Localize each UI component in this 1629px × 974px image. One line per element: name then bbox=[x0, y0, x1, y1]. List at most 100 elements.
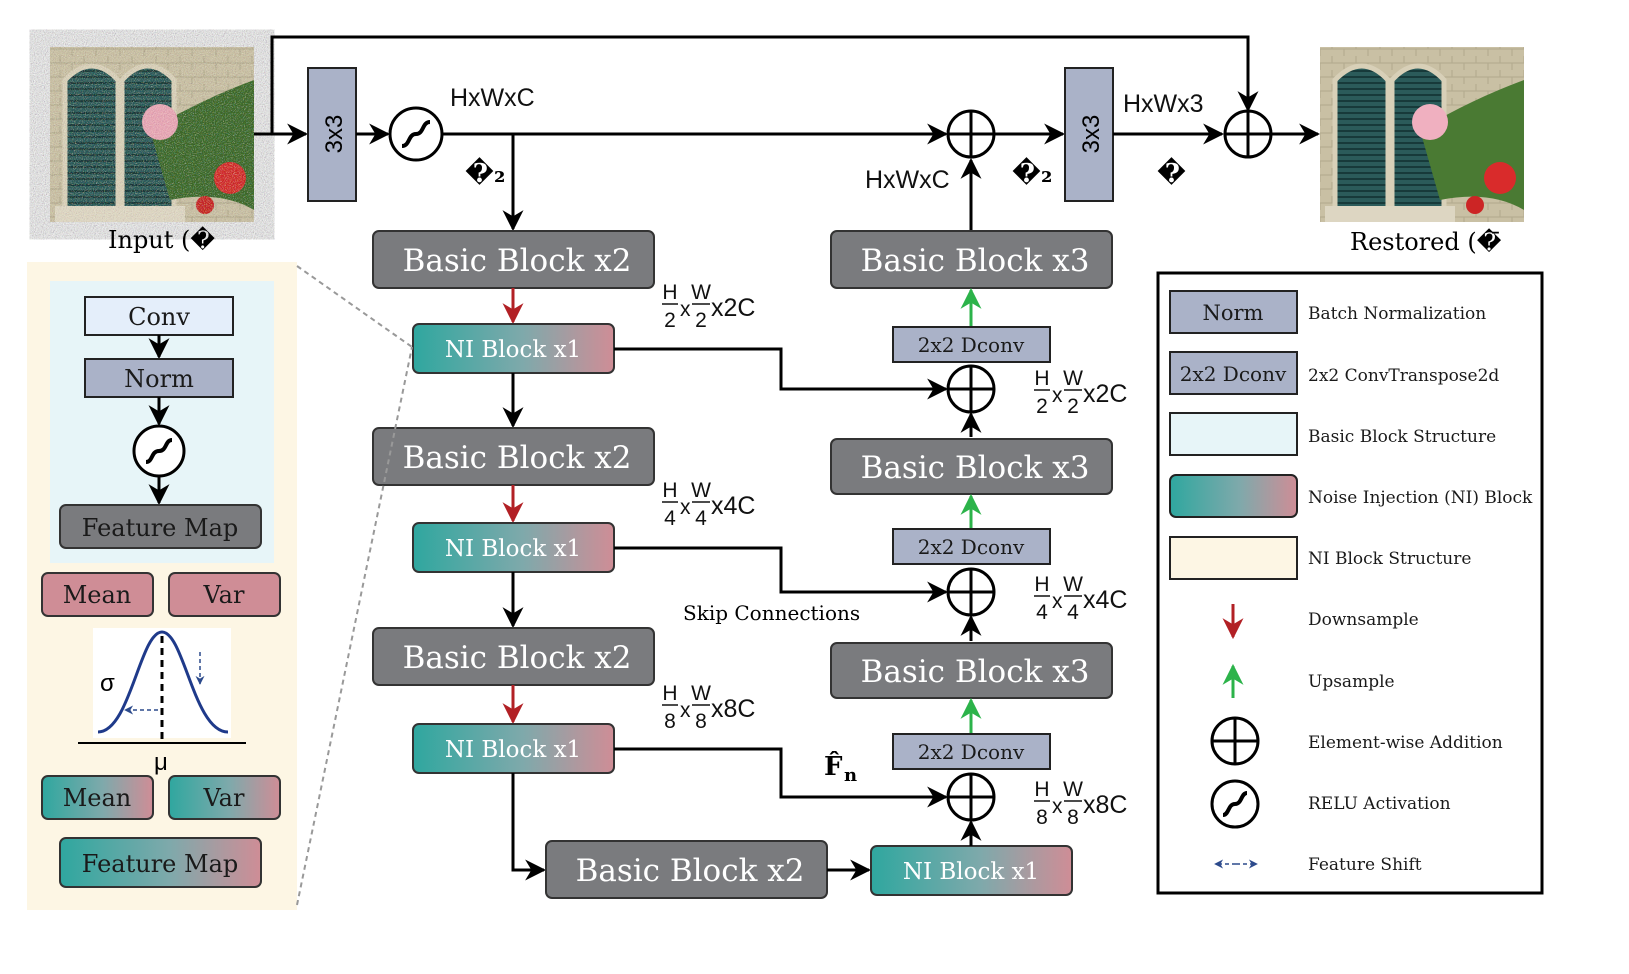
legend-swatch-dconv-label: 2x2 Dconv bbox=[1180, 362, 1287, 386]
dim-s2-suffix: x4C bbox=[711, 492, 755, 520]
side-mean-1 bbox=[41, 572, 154, 617]
f-hat-sub: n bbox=[844, 765, 857, 786]
dim-s1-den2: 2 bbox=[695, 309, 707, 332]
sigma-label: σ bbox=[100, 670, 115, 697]
dim-d2-times: x bbox=[1052, 590, 1063, 613]
dim-s3-suffix: x8C bbox=[711, 695, 755, 723]
encoder-basic-block-3-label: Basic Block x2 bbox=[403, 640, 632, 676]
dim-hwc-top: HxWxC bbox=[450, 84, 535, 112]
dim-d2-den1: 4 bbox=[1036, 601, 1048, 624]
bottleneck-basic-block-label: Basic Block x2 bbox=[576, 853, 805, 889]
feature-glyph-mid: �₂ bbox=[1012, 157, 1052, 189]
dim-d3-den2: 8 bbox=[1067, 806, 1079, 829]
bottleneck-ni-block-label: NI Block x1 bbox=[903, 859, 1039, 885]
dim-d2-den2: 4 bbox=[1067, 601, 1079, 624]
encoder-ni-block-1-label: NI Block x1 bbox=[445, 337, 581, 363]
addition-icon-3 bbox=[946, 772, 996, 822]
side-var-2-label: Var bbox=[203, 784, 245, 812]
dim-s2-den2: 4 bbox=[695, 507, 707, 530]
dim-d3-times: x bbox=[1052, 795, 1063, 818]
legend-label-upsample: Upsample bbox=[1308, 672, 1395, 692]
decoder-basic-block-mid-label: Basic Block x3 bbox=[861, 450, 1090, 486]
skip-connection-3 bbox=[614, 747, 949, 808]
skip-connection-1 bbox=[614, 347, 949, 400]
legend-label-basic-structure: Basic Block Structure bbox=[1308, 427, 1496, 447]
skip-connections-label: Skip Connections bbox=[683, 601, 860, 625]
dim-d1-num1: H bbox=[1034, 367, 1049, 390]
legend-label-addition: Element-wise Addition bbox=[1308, 733, 1503, 753]
dconv-2-label: 2x2 Dconv bbox=[918, 535, 1025, 559]
mu-label: μ bbox=[154, 749, 168, 776]
zoom-line-top bbox=[296, 265, 413, 348]
encoder-ni-block-3-label: NI Block x1 bbox=[445, 737, 581, 763]
legend-label-relu: RELU Activation bbox=[1308, 794, 1451, 814]
encoder-basic-block-2-label: Basic Block x2 bbox=[403, 440, 632, 476]
dim-d2-suffix: x4C bbox=[1083, 586, 1127, 614]
side-feature-map-1 bbox=[59, 504, 262, 549]
legend-label-norm: Batch Normalization bbox=[1308, 304, 1486, 324]
dim-d3-num1: H bbox=[1034, 778, 1049, 801]
legend-label-ni-structure: NI Block Structure bbox=[1308, 549, 1471, 569]
legend-addition-icon bbox=[1210, 716, 1260, 766]
element-wise-addition-icon bbox=[946, 109, 996, 159]
legend-swatch-ni-structure bbox=[1169, 536, 1298, 580]
side-var-1-label: Var bbox=[203, 581, 245, 609]
dim-s3-den1: 8 bbox=[664, 710, 676, 733]
side-mean-1-label: Mean bbox=[63, 581, 132, 609]
dconv-1 bbox=[892, 326, 1051, 363]
legend-label-ni-block: Noise Injection (NI) Block bbox=[1308, 488, 1533, 508]
legend-swatch-norm bbox=[1169, 290, 1298, 334]
side-var-2 bbox=[168, 775, 281, 820]
legend-swatch-norm-label: Norm bbox=[1203, 301, 1264, 325]
side-norm-label: Norm bbox=[124, 365, 194, 393]
side-mean-2 bbox=[41, 775, 154, 820]
gaussian-distribution-icon bbox=[78, 628, 246, 744]
ni3-to-bottleneck-arrow bbox=[511, 773, 547, 881]
dim-s2-num1: H bbox=[662, 479, 677, 502]
dim-s2-den1: 4 bbox=[664, 507, 676, 530]
dim-s1-num1: H bbox=[662, 281, 677, 304]
dconv-2 bbox=[892, 528, 1051, 565]
dim-s2-times: x bbox=[680, 496, 691, 519]
feature-glyph-right: � bbox=[1157, 157, 1186, 189]
legend-label-downsample: Downsample bbox=[1308, 610, 1419, 630]
dim-d3-num2: W bbox=[1063, 778, 1083, 801]
conv-out-3x3 bbox=[1064, 67, 1114, 202]
restored-label: Restored (�̄ bbox=[1350, 227, 1502, 256]
relu-activation-icon bbox=[388, 106, 444, 162]
dim-d2-num2: W bbox=[1063, 573, 1083, 596]
dconv-3 bbox=[892, 733, 1051, 770]
legend-relu-icon bbox=[1210, 779, 1260, 829]
dim-d1-den2: 2 bbox=[1067, 395, 1079, 418]
zoom-line-bottom bbox=[296, 346, 413, 906]
legend-swatch-dconv bbox=[1169, 351, 1298, 395]
dim-d1-times: x bbox=[1052, 384, 1063, 407]
dim-s1-num2: W bbox=[691, 281, 711, 304]
dim-d2-num1: H bbox=[1034, 573, 1049, 596]
decoder-basic-block-top-label: Basic Block x3 bbox=[861, 243, 1090, 279]
output-addition-icon bbox=[1223, 109, 1273, 159]
legend-swatch-basic-structure bbox=[1169, 412, 1298, 456]
conv-in-3x3 bbox=[307, 67, 357, 202]
dim-s2-num2: W bbox=[691, 479, 711, 502]
encoder-basic-block-1-label: Basic Block x2 bbox=[403, 243, 632, 279]
input-label: Input (� bbox=[108, 225, 215, 254]
side-feature-map-1-label: Feature Map bbox=[82, 514, 239, 542]
side-feature-map-2-label: Feature Map bbox=[82, 850, 239, 878]
legend-swatch-ni-block bbox=[1169, 474, 1298, 518]
legend-label-feature-shift: Feature Shift bbox=[1308, 855, 1422, 875]
dim-d1-suffix: x2C bbox=[1083, 380, 1127, 408]
dim-s1-suffix: x2C bbox=[711, 294, 755, 322]
dim-d1-num2: W bbox=[1063, 367, 1083, 390]
dconv-3-label: 2x2 Dconv bbox=[918, 740, 1025, 764]
side-mean-2-label: Mean bbox=[63, 784, 132, 812]
dim-s3-times: x bbox=[680, 699, 691, 722]
dconv-1-label: 2x2 Dconv bbox=[918, 333, 1025, 357]
f-hat-base: F̂ bbox=[824, 751, 843, 782]
dim-s3-num2: W bbox=[691, 682, 711, 705]
decoder-basic-block-low-label: Basic Block x3 bbox=[861, 654, 1090, 690]
dim-d3-suffix: x8C bbox=[1083, 791, 1127, 819]
side-conv-label: Conv bbox=[128, 303, 190, 331]
